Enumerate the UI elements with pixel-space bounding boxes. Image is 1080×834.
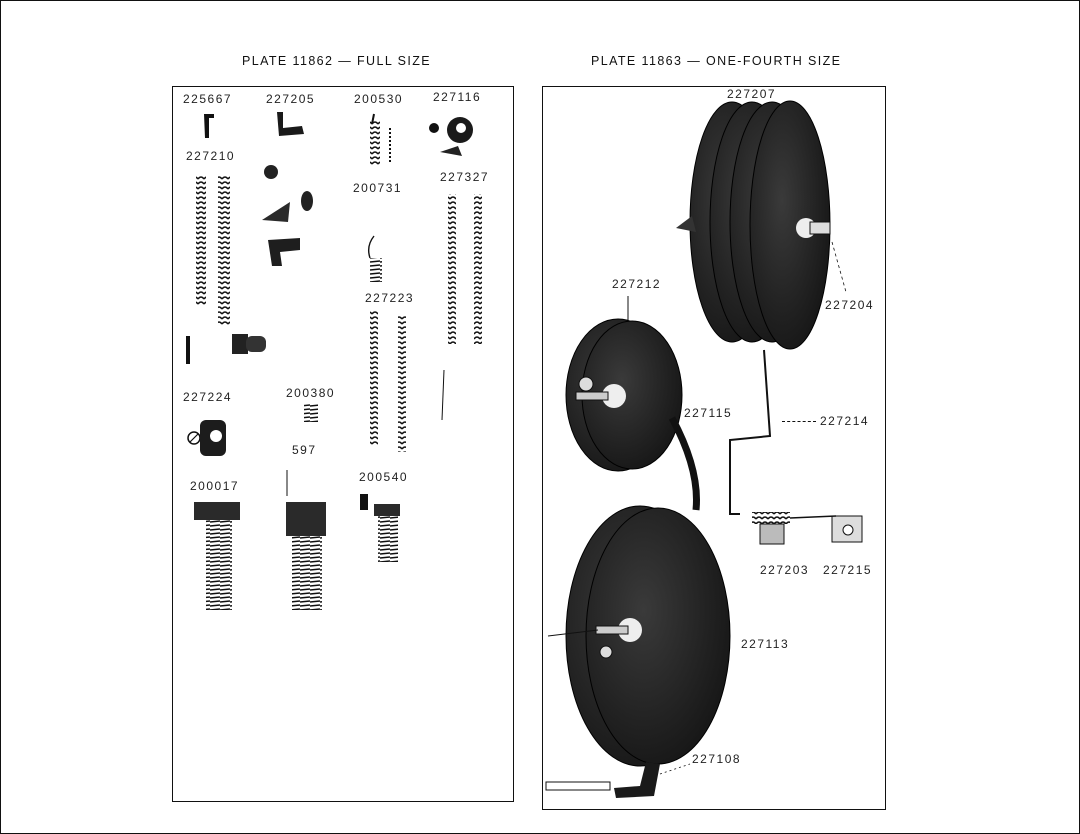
part-label: 227214 — [820, 414, 870, 428]
part-227113-drawing — [547, 505, 731, 767]
part-label: 227205 — [266, 92, 316, 106]
part-227205-drawing — [277, 112, 304, 136]
part-label: 227116 — [433, 90, 482, 104]
part-227116-drawing — [429, 117, 473, 156]
part-200540-drawing — [360, 494, 400, 562]
part-label: 227113 — [741, 637, 790, 651]
part-597-screw-drawing — [286, 502, 326, 610]
part-227224-drawing — [187, 420, 226, 456]
part-225667-drawing — [204, 114, 214, 138]
part-200380-drawing — [304, 404, 318, 422]
part-label: 227210 — [186, 149, 236, 163]
part-label: 227224 — [183, 390, 233, 404]
part-label: 200017 — [190, 479, 240, 493]
part-200017-drawing — [194, 502, 240, 610]
part-227212-drawing — [565, 296, 683, 472]
part-227207-drawing — [676, 100, 831, 350]
part-227215-drawing — [831, 515, 863, 543]
part-227210-drawing — [186, 176, 266, 364]
part-label: 200380 — [286, 386, 336, 400]
part-label: 227204 — [825, 298, 875, 312]
part-label: 227223 — [365, 291, 415, 305]
part-227203-drawing — [752, 512, 837, 545]
part-227214-drawing — [668, 349, 772, 515]
part-label: 200530 — [354, 92, 404, 106]
part-label: 227327 — [440, 170, 490, 184]
part-227108-drawing — [545, 762, 691, 798]
part-227223-drawing — [370, 310, 445, 452]
part-label: 225667 — [183, 92, 233, 106]
part-label: 227207 — [727, 87, 777, 101]
part-label: 227115 — [684, 406, 733, 420]
part-cluster-drawing — [262, 165, 313, 266]
plate-11863-title: PLATE 11863 — ONE-FOURTH SIZE — [591, 54, 842, 68]
plate-11862-title: PLATE 11862 — FULL SIZE — [242, 54, 431, 68]
part-200731-drawing — [367, 235, 382, 282]
part-label: 227212 — [612, 277, 662, 291]
part-label: 200540 — [359, 470, 409, 484]
part-label: 200731 — [353, 181, 403, 195]
part-label: 597 — [292, 443, 317, 457]
leader-227214 — [782, 421, 816, 422]
part-label: 227215 — [823, 563, 873, 577]
part-label: 227203 — [760, 563, 810, 577]
part-label: 227108 — [692, 752, 742, 766]
part-200530-drawing — [370, 113, 391, 166]
part-227327-drawing — [448, 194, 482, 344]
